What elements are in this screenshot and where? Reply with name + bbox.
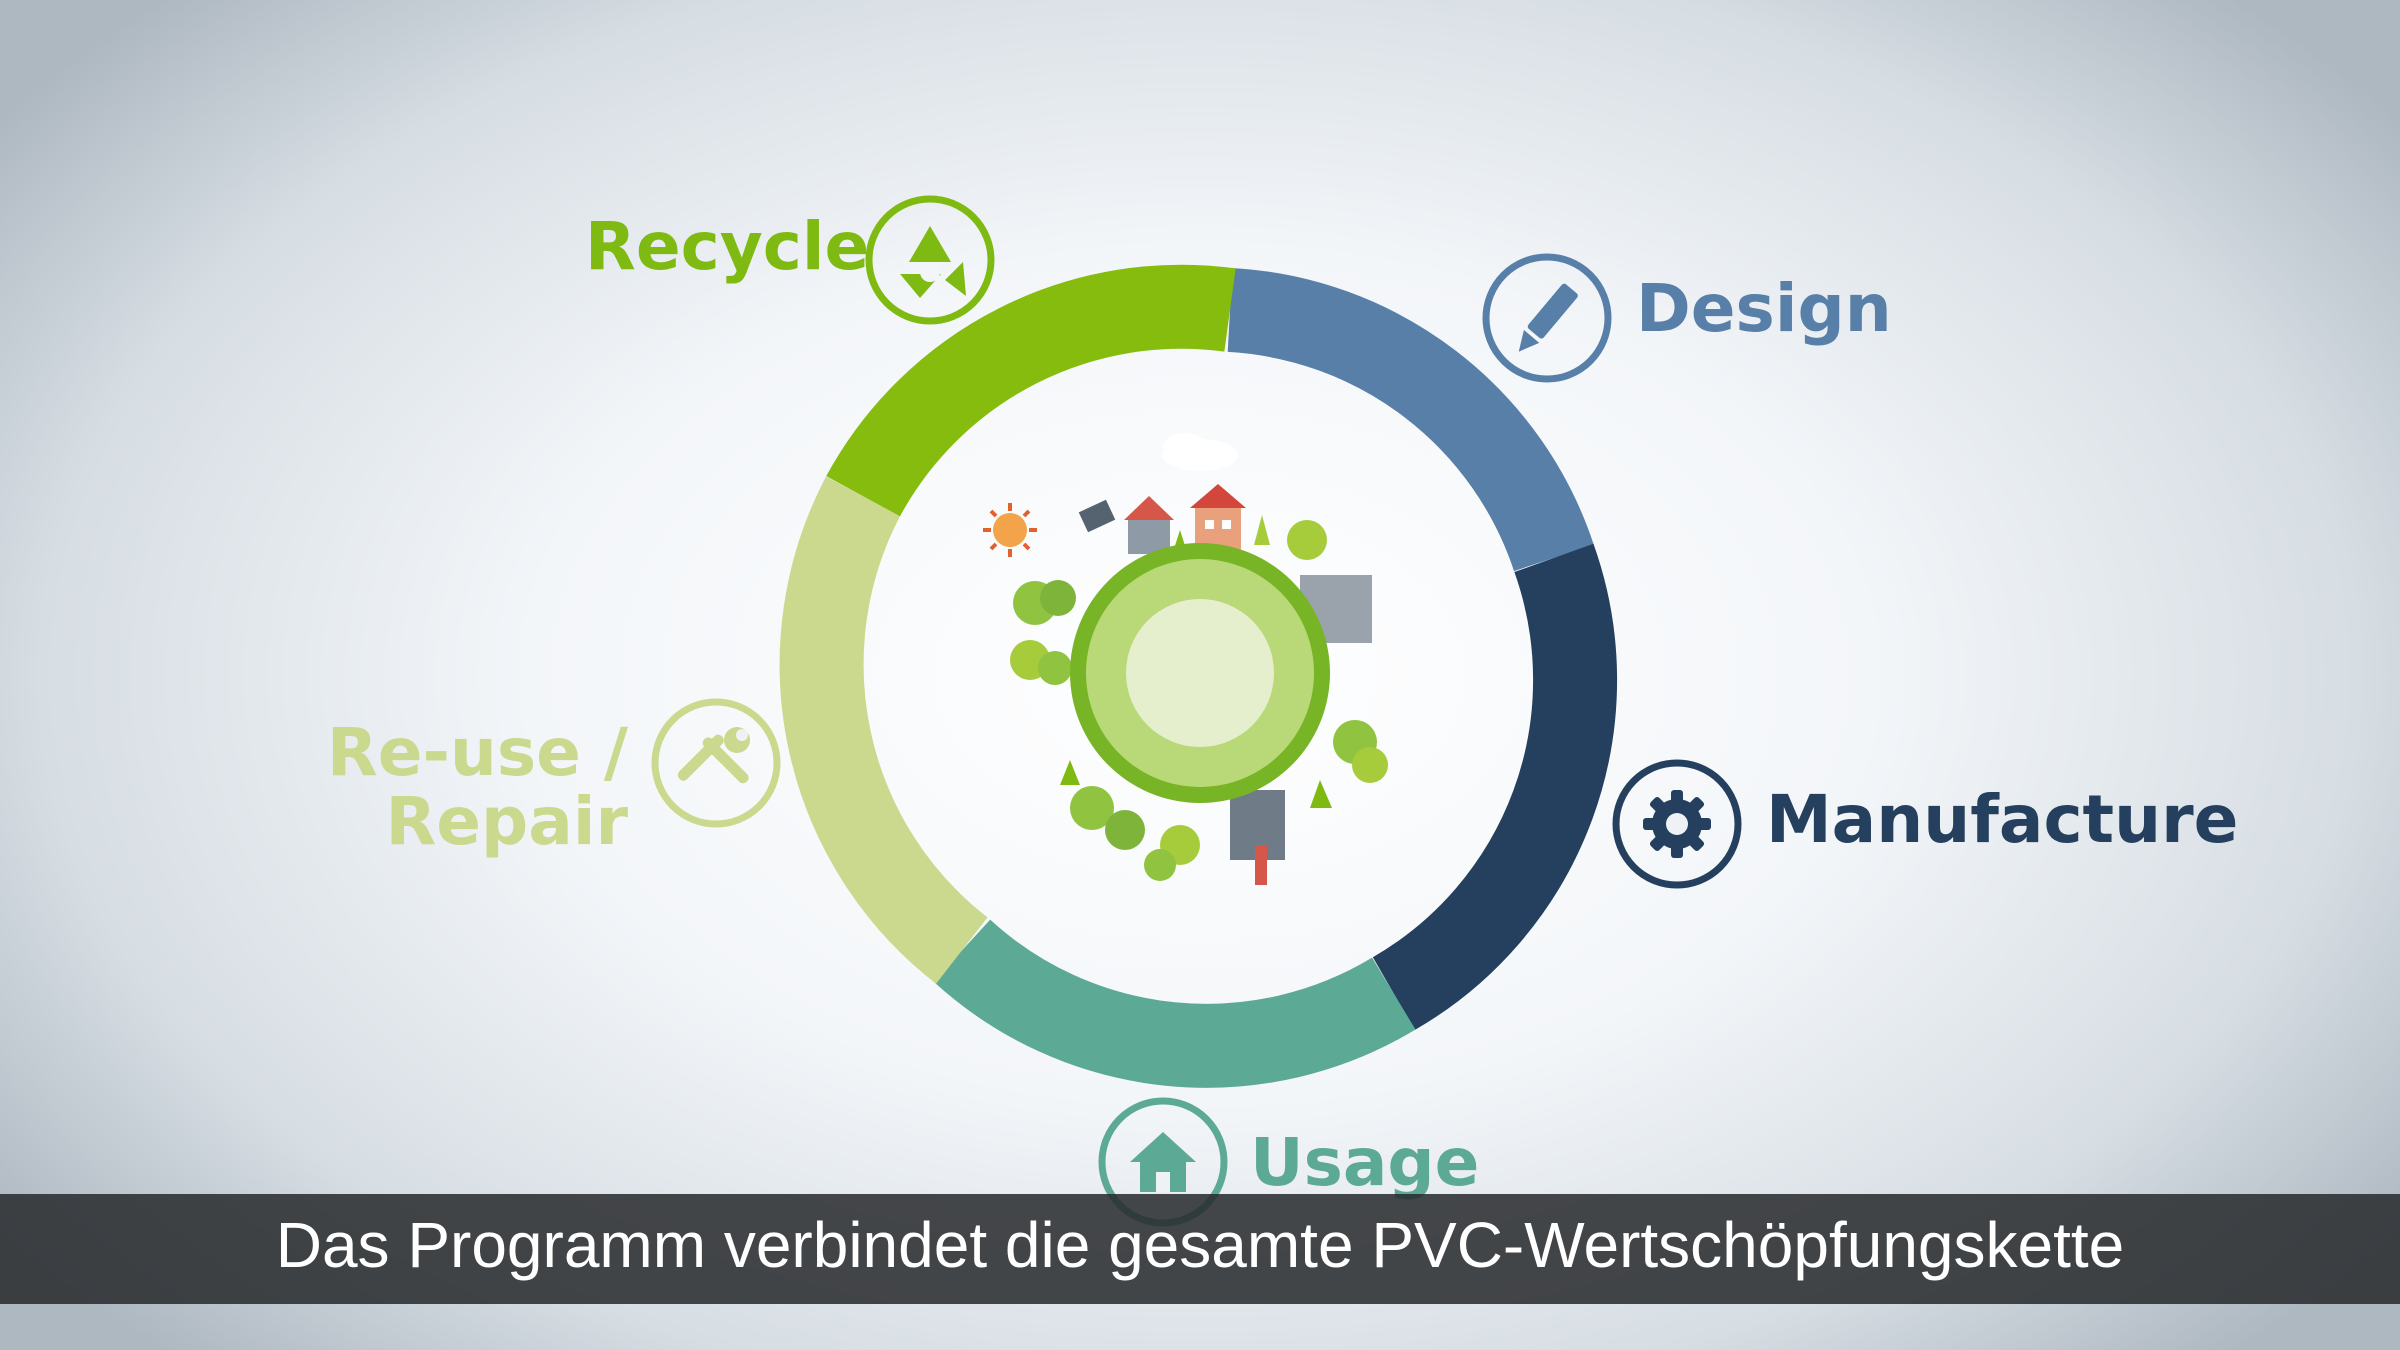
ring-segment-usage: [933, 919, 1416, 1088]
subtitle-text: Das Programm verbindet die gesamte PVC-W…: [275, 1209, 2125, 1281]
gear-icon: [1612, 759, 1742, 889]
stage-label-usage: Usage: [1250, 1124, 1480, 1201]
stage-label-manufacture: Manufacture: [1766, 781, 2239, 858]
subtitle-bar: Das Programm verbindet die gesamte PVC-W…: [0, 1194, 2400, 1304]
ring-segment-recycle: [826, 264, 1236, 517]
stage-label-design: Design: [1636, 270, 1892, 347]
lifecycle-ring: [779, 264, 1618, 1088]
ring-segment-manufacture: [1372, 543, 1618, 1030]
wrench-icon: [651, 698, 781, 828]
stage-label-reuse-repair: Re-use / Repair: [327, 718, 628, 857]
ring-segment-reuse: [779, 476, 988, 984]
stage-label-reuse-line2: Repair: [385, 783, 628, 861]
stage-label-recycle: Recycle: [585, 208, 870, 285]
ring-segment-design: [1227, 268, 1594, 572]
pencil-icon: [1482, 253, 1612, 383]
stage-label-reuse-line1: Re-use /: [326, 714, 628, 791]
recycle-icon: [865, 195, 995, 325]
globe-icon: [983, 433, 1388, 885]
